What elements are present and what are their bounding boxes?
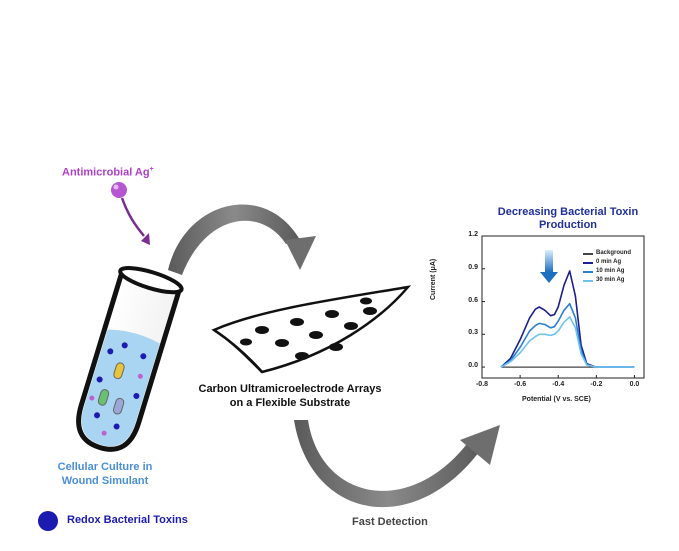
- y-tick-label: 0.6: [468, 296, 478, 304]
- legend-entry: 10 min Ag: [596, 268, 625, 274]
- x-tick-label: -0.2: [590, 381, 603, 388]
- redox-toxin-icon: [38, 511, 58, 531]
- legend-swatch: [583, 253, 593, 255]
- x-axis-label: Potential (V vs. SCE): [522, 396, 591, 403]
- y-tick-label: 0.0: [468, 362, 478, 370]
- ag-arrow: [120, 197, 145, 237]
- y-axis-label: Current (μA): [430, 258, 437, 300]
- legend-swatch: [583, 271, 593, 273]
- culture-label: Cellular Culture in Wound Simulant: [57, 461, 153, 487]
- cv-chart: [481, 235, 645, 379]
- series-line: [500, 270, 635, 368]
- legend-entry: Background: [596, 250, 632, 256]
- chart-series: [500, 270, 635, 368]
- y-tick-label: 0.3: [468, 329, 478, 337]
- x-tick-label: -0.4: [552, 381, 565, 388]
- legend-entry: 0 min Ag: [596, 259, 622, 265]
- arrow-electrode-to-chart: [294, 420, 482, 508]
- redox-label: Redox Bacterial Toxins: [67, 514, 188, 526]
- electrode-label: Carbon Ultramicroelectrode Arrays on a F…: [198, 383, 382, 409]
- x-tick-label: -0.8: [475, 381, 489, 388]
- series-line: [500, 302, 635, 368]
- arrow-tube-to-electrode: [168, 204, 300, 275]
- y-ticks: [482, 235, 485, 368]
- series-line: [500, 315, 635, 368]
- x-tick-label: 0.0: [629, 381, 640, 388]
- decrease-arrow-shaft: [545, 250, 553, 272]
- legend-entry: 30 min Ag: [596, 277, 625, 283]
- chart-frame: [481, 235, 645, 379]
- legend-swatch: [583, 280, 593, 282]
- antimicrobial-label: Antimicrobial Ag+: [62, 166, 154, 179]
- fast-detection-label: Fast Detection: [352, 516, 428, 528]
- ag-ion-icon: [111, 182, 127, 198]
- y-tick-label: 0.9: [468, 263, 478, 271]
- y-tick-label: 1.2: [468, 231, 478, 238]
- decrease-arrow-head: [540, 272, 558, 283]
- legend-swatch: [583, 262, 593, 264]
- test-tube: [76, 266, 184, 452]
- chart-title: Decreasing Bacterial Toxin Production: [497, 206, 639, 231]
- x-ticks: [481, 375, 635, 378]
- x-tick-label: -0.6: [514, 381, 527, 388]
- electrode-array: [211, 285, 412, 374]
